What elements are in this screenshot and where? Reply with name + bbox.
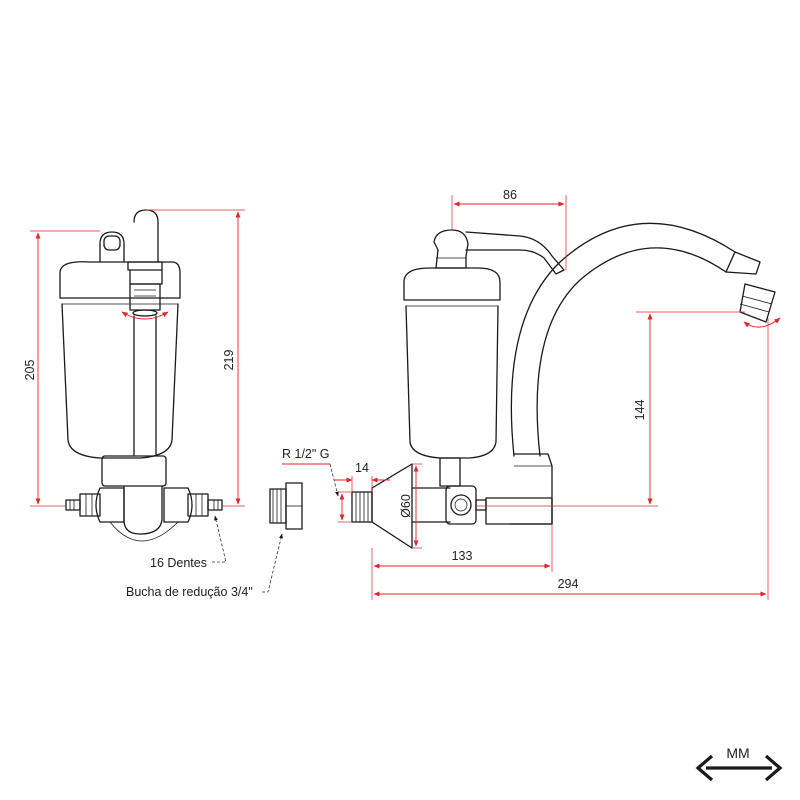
dimension-219: 219 bbox=[146, 209, 245, 507]
dimension-86-label: 86 bbox=[503, 188, 517, 202]
side-filter-canister bbox=[403, 229, 565, 487]
dimension-diameter-60-label: Ø60 bbox=[399, 494, 413, 518]
front-filter-canister bbox=[59, 231, 181, 459]
callout-teeth: 16 Dentes bbox=[150, 515, 227, 570]
dimension-14: 14 bbox=[334, 461, 390, 523]
callout-thread-spec: R 1/2" G bbox=[282, 447, 339, 497]
side-threaded-inlet bbox=[351, 491, 373, 523]
side-valve-body bbox=[445, 453, 553, 525]
dimension-144: 144 bbox=[476, 311, 745, 507]
dimension-133: 133 bbox=[371, 524, 553, 600]
dimension-205: 205 bbox=[23, 230, 100, 507]
front-rotation-arrow-icon bbox=[121, 311, 169, 320]
reduction-bushing bbox=[269, 482, 303, 530]
callout-teeth-label: 16 Dentes bbox=[150, 556, 207, 570]
callout-bushing-label: Bucha de redução 3/4" bbox=[126, 585, 253, 599]
front-view: 205 219 16 Dentes bbox=[23, 209, 245, 570]
double-arrow-icon bbox=[695, 754, 783, 782]
dimension-14-label: 14 bbox=[355, 461, 369, 475]
dimension-86: 86 bbox=[451, 188, 567, 270]
unit-badge-label: MM bbox=[726, 745, 749, 761]
dimension-diameter-60: Ø60 bbox=[399, 463, 422, 549]
front-valve-body bbox=[65, 455, 223, 542]
side-rotation-arrow-icon bbox=[743, 317, 781, 328]
dimension-133-label: 133 bbox=[452, 549, 473, 563]
dimension-294: 294 bbox=[373, 318, 769, 600]
dimension-144-label: 144 bbox=[633, 400, 647, 421]
dimension-294-label: 294 bbox=[558, 577, 579, 591]
dimension-205-label: 205 bbox=[23, 360, 37, 381]
dimension-219-label: 219 bbox=[222, 350, 236, 371]
side-view: 86 144 14 Ø60 bbox=[334, 188, 781, 600]
callout-thread-spec-label: R 1/2" G bbox=[282, 447, 330, 461]
callout-bushing: Bucha de redução 3/4" bbox=[126, 533, 283, 599]
front-spout bbox=[127, 209, 163, 456]
unit-badge: MM bbox=[695, 745, 783, 782]
